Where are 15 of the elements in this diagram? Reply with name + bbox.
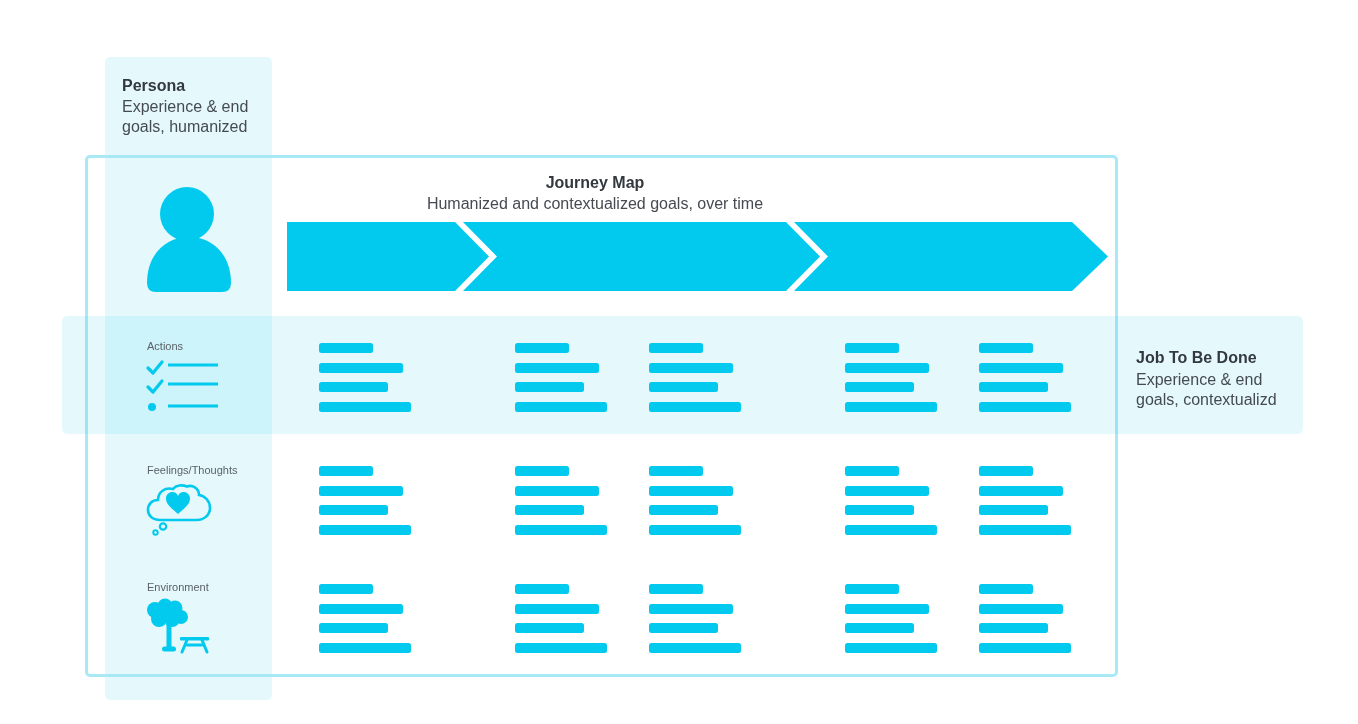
chevron-shape xyxy=(794,222,1108,291)
band-title: Journey Map xyxy=(544,173,646,193)
row-label: Feelings/Thoughts xyxy=(147,464,238,477)
persona-band xyxy=(105,57,272,700)
job-to-be-done-band xyxy=(62,316,1303,434)
band-title: Job To Be Done xyxy=(1136,348,1258,368)
band-description: Experience & end goals, humanized xyxy=(122,97,250,137)
chevron-shape xyxy=(463,222,820,291)
band-title: Persona xyxy=(122,76,187,96)
band-description: Humanized and contextualized goals, over time xyxy=(425,194,765,214)
chevron-shape xyxy=(287,222,489,291)
row-label: Actions xyxy=(147,340,184,353)
journey-map-frame xyxy=(85,155,1118,677)
band-description: Experience & end goals, contextualizd xyxy=(1136,370,1278,410)
row-label: Environment xyxy=(147,581,209,594)
